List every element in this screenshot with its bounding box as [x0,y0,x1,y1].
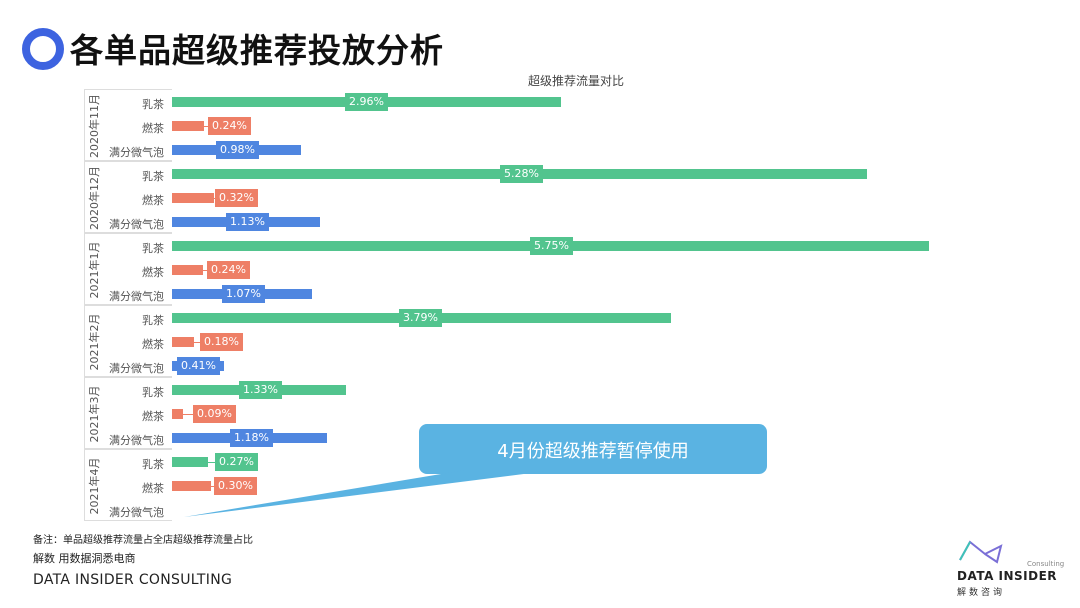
group-5: 2021年4月乳茶燃茶满分微气泡 [84,449,172,521]
bar [172,457,208,467]
data-label: 0.32% [215,189,258,207]
category-label: 乳茶 [142,458,164,471]
data-label: 0.18% [200,333,243,351]
chart-title: 超级推荐流量对比 [528,74,625,88]
category-label: 燃茶 [142,194,164,207]
category-label: 乳茶 [142,98,164,111]
category-label: 满分微气泡 [109,434,164,447]
category-label: 乳茶 [142,242,164,255]
title-ring-icon [22,28,64,70]
category-label: 满分微气泡 [109,290,164,303]
leader-line [194,342,200,343]
logo-consulting: Consulting [1027,560,1065,568]
group-3: 2021年2月乳茶燃茶满分微气泡 [84,305,172,377]
group-4: 2021年3月乳茶燃茶满分微气泡 [84,377,172,449]
data-label: 5.75% [530,237,573,255]
leader-line [203,270,207,271]
bar [172,265,203,275]
bar [172,121,204,131]
data-label: 1.33% [239,381,282,399]
category-label: 燃茶 [142,338,164,351]
data-label: 0.09% [193,405,236,423]
category-label: 满分微气泡 [109,218,164,231]
category-label: 乳茶 [142,386,164,399]
group-0: 2020年11月乳茶燃茶满分微气泡 [84,89,172,161]
leader-line [204,126,208,127]
category-label: 满分微气泡 [109,506,164,519]
leader-line [211,486,214,487]
bar [172,409,183,419]
data-label: 0.98% [216,141,259,159]
category-label: 满分微气泡 [109,362,164,375]
leader-line [214,198,215,199]
bar [172,337,194,347]
tagline: 解数 用数据洞悉电商 [33,552,136,565]
category-label: 燃茶 [142,482,164,495]
category-label: 燃茶 [142,266,164,279]
data-label: 0.30% [214,477,257,495]
category-label: 燃茶 [142,410,164,423]
bar [172,193,214,203]
group-2: 2021年1月乳茶燃茶满分微气泡 [84,233,172,305]
data-label: 2.96% [345,93,388,111]
bar [172,481,211,491]
logo: Consulting DATA INSIDER 解数咨询 [952,538,1065,598]
category-label: 乳茶 [142,170,164,183]
data-label: 0.41% [177,357,220,375]
footnote: 备注：单品超级推荐流量占全店超级推荐流量占比 [33,535,253,546]
data-label: 0.27% [215,453,258,471]
data-label: 0.24% [208,117,251,135]
logo-mark-icon [959,540,1003,564]
leader-line [183,414,193,415]
annotation-callout: 4月份超级推荐暂停使用 [419,424,767,474]
leader-line [208,462,215,463]
page-title: 各单品超级推荐投放分析 [70,31,444,70]
category-label: 满分微气泡 [109,146,164,159]
callout-text: 4月份超级推荐暂停使用 [497,441,689,462]
brand-text: DATA INSIDER CONSULTING [33,572,233,588]
data-label: 1.13% [226,213,269,231]
group-1: 2020年12月乳茶燃茶满分微气泡 [84,161,172,233]
logo-cn: 解数咨询 [957,588,1006,598]
category-label: 乳茶 [142,314,164,327]
data-label: 5.28% [500,165,543,183]
data-label: 3.79% [399,309,442,327]
data-label: 0.24% [207,261,250,279]
logo-name: DATA INSIDER [957,569,1058,583]
category-label: 燃茶 [142,122,164,135]
data-label: 1.07% [222,285,265,303]
data-label: 1.18% [230,429,273,447]
